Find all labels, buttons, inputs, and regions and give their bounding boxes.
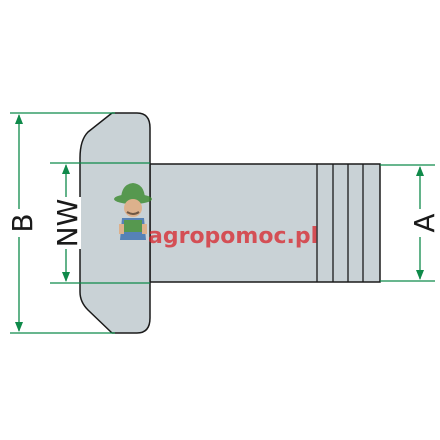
nw-label: NW [51, 199, 84, 248]
a-arrow-top [416, 166, 424, 176]
farmer-mascot-icon [114, 183, 152, 240]
watermark-text: agropomoc.pl [148, 224, 318, 249]
fitting-part [79, 112, 381, 334]
nw-arrow-top [62, 164, 70, 174]
a-label: A [408, 213, 440, 232]
a-arrow-bottom [416, 270, 424, 280]
b-arrow-top [15, 114, 23, 124]
b-label: B [6, 213, 39, 232]
fitting-shank [149, 163, 381, 283]
nw-arrow-bottom [62, 272, 70, 282]
thread-lines [316, 164, 364, 282]
b-arrow-bottom [15, 322, 23, 332]
dimension-arrows [15, 114, 424, 332]
